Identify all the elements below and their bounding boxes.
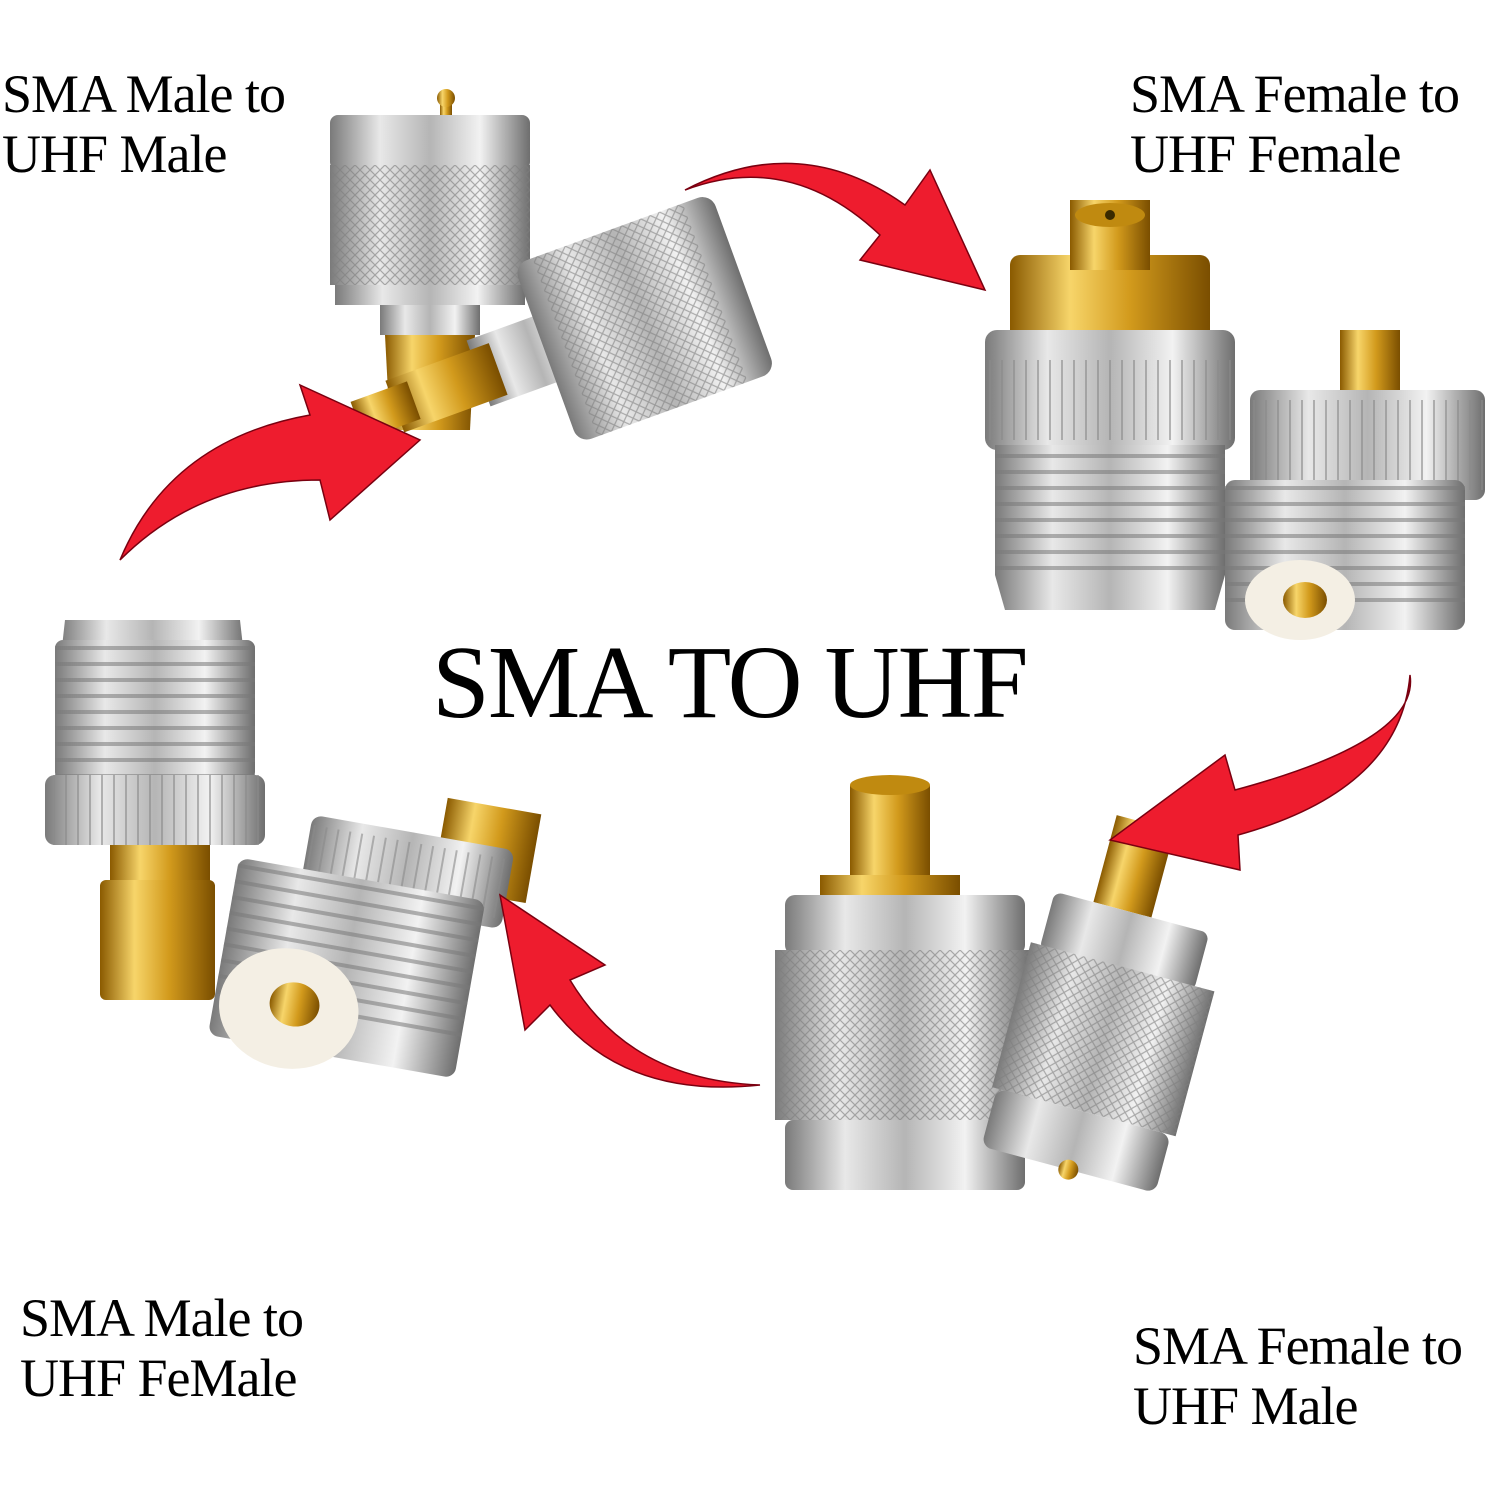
label-bottom-left: SMA Male to UHF FeMale [20, 1288, 304, 1408]
arrow-icon [119, 383, 422, 561]
arrow-icon [498, 893, 761, 1088]
product-sma-male-uhf-female [45, 620, 542, 1077]
label-line: SMA Female to [1130, 64, 1460, 124]
label-top-left: SMA Male to UHF Male [2, 64, 286, 184]
product-sma-female-uhf-male [775, 775, 1215, 1191]
label-top-right: SMA Female to UHF Female [1130, 64, 1460, 184]
arrow-icon [1108, 674, 1412, 871]
label-line: UHF Female [1130, 124, 1401, 184]
label-line: UHF FeMale [20, 1348, 297, 1408]
page-title: SMA TO UHF [432, 625, 1029, 740]
label-line: UHF Male [1133, 1376, 1358, 1436]
product-sma-male-uhf-male [330, 89, 772, 440]
label-line: SMA Male to [2, 64, 286, 124]
label-bottom-right: SMA Female to UHF Male [1133, 1316, 1463, 1436]
label-line: SMA Female to [1133, 1316, 1463, 1376]
arrow-icon [684, 162, 987, 292]
label-line: UHF Male [2, 124, 227, 184]
label-line: SMA Male to [20, 1288, 304, 1348]
product-sma-female-uhf-female [985, 200, 1485, 640]
